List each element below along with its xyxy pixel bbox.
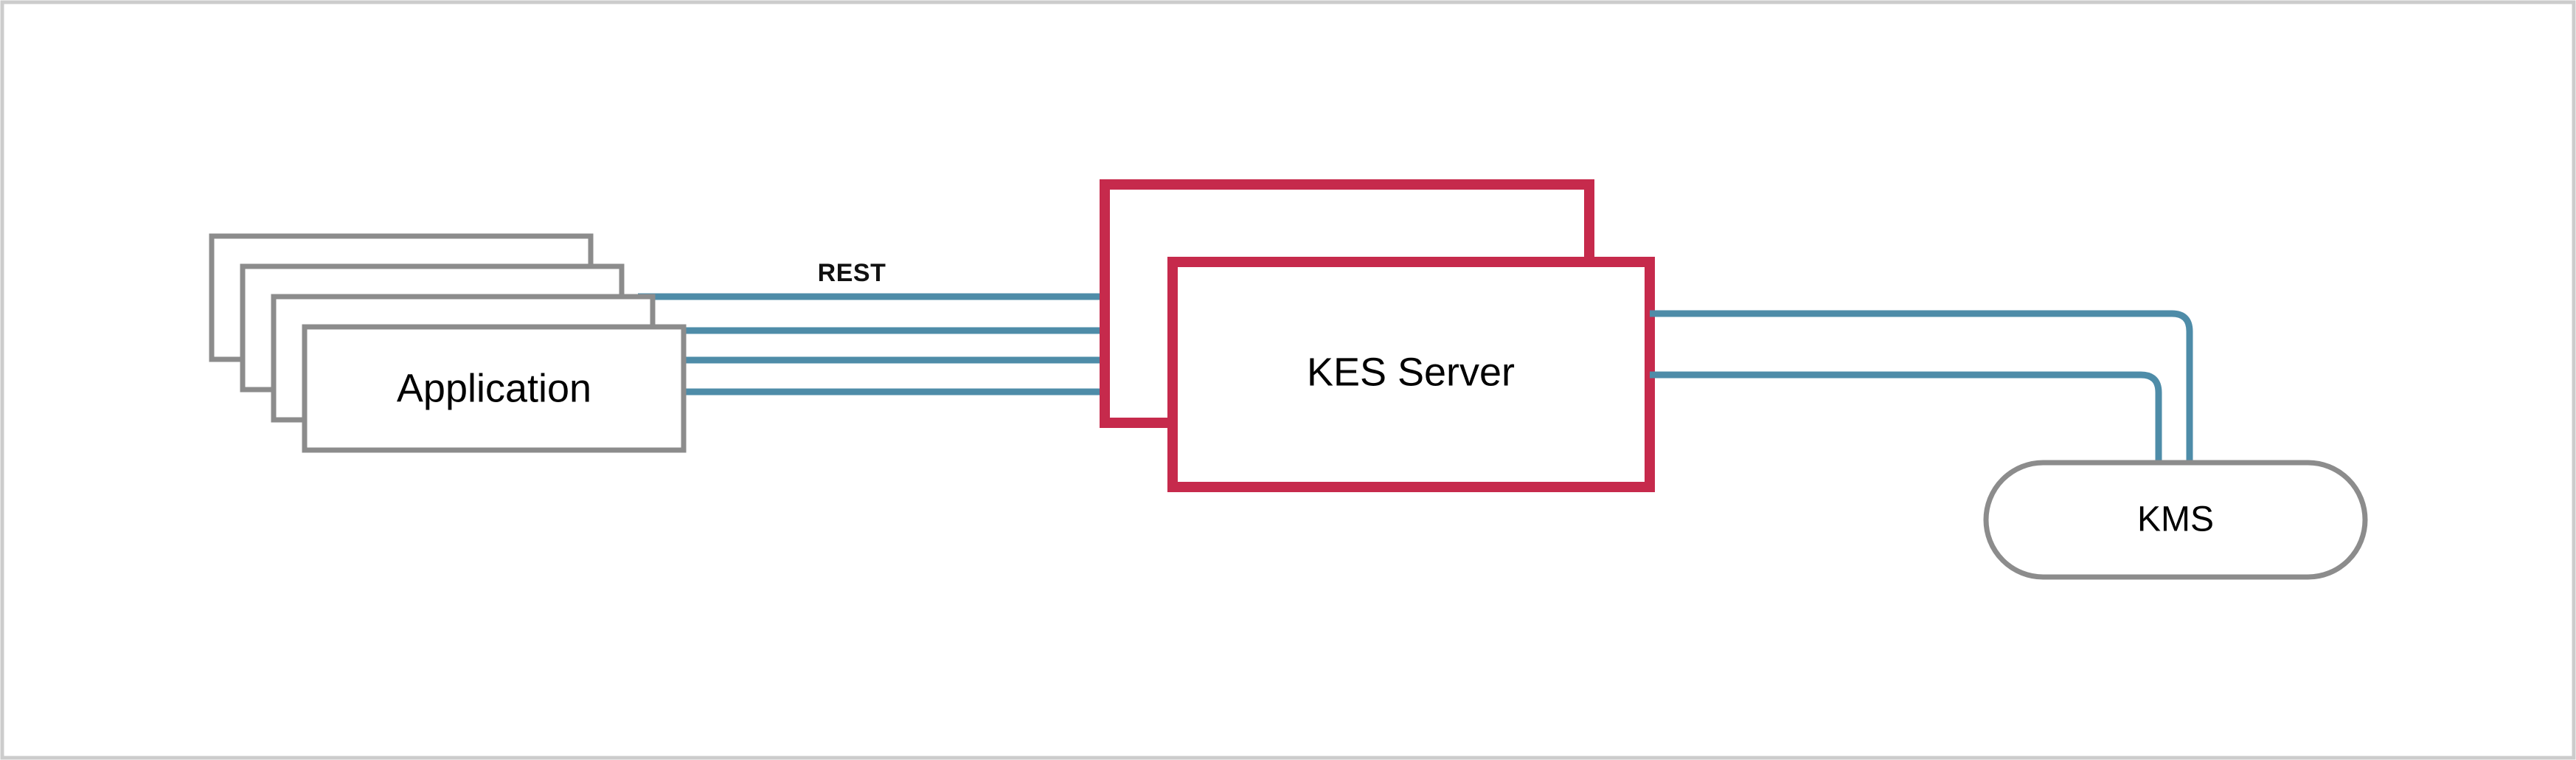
kes-server-node[interactable]: KES Server xyxy=(1100,179,1655,492)
kms-node[interactable]: KMS xyxy=(1983,460,2368,580)
edge-kes-to-kms-1 xyxy=(1650,310,2193,463)
kms-shape xyxy=(1983,460,2368,580)
application-stack-layer-1 xyxy=(302,324,687,453)
kes-server-label: KES Server xyxy=(1307,350,1515,394)
edge-group-kes-to-kms xyxy=(1650,310,2193,463)
edge-kes-to-kms-2 xyxy=(1650,371,2162,463)
application-label: Application xyxy=(397,366,591,410)
kms-label: KMS xyxy=(2137,500,2214,539)
edge-group-application-to-kes xyxy=(638,293,1173,395)
rest-edge-label: REST xyxy=(818,259,886,287)
application-node[interactable]: Application xyxy=(209,233,687,453)
